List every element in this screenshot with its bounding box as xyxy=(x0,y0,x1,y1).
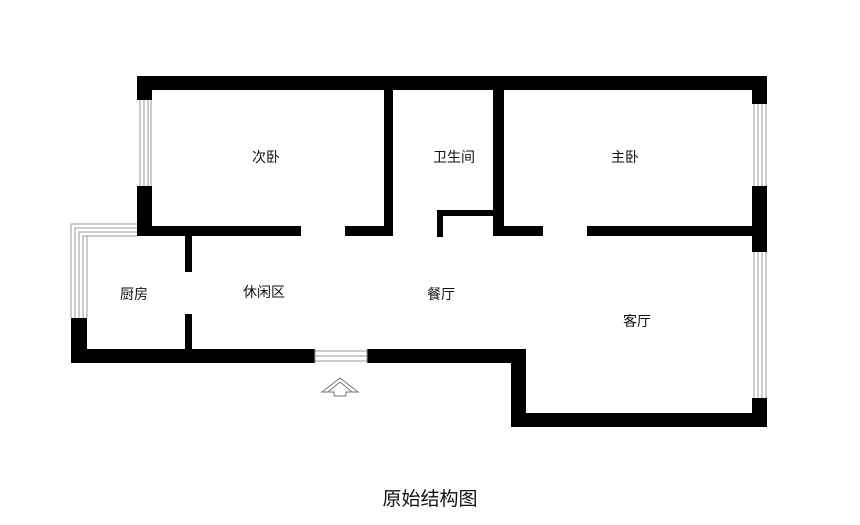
room-label-living-room: 客厅 xyxy=(623,313,651,330)
windows xyxy=(70,100,767,398)
entrance-arrow-icon xyxy=(320,377,360,397)
window-second-bedroom xyxy=(139,100,152,186)
room-label-bathroom: 卫生间 xyxy=(433,150,475,166)
room-label-second-bedroom: 次卧 xyxy=(252,150,280,166)
window-living-room xyxy=(753,252,767,398)
room-label-master-bedroom: 主卧 xyxy=(611,150,639,166)
door-entrance-opening xyxy=(314,349,368,363)
window-master-bedroom xyxy=(753,104,767,186)
window-kitchen-bay xyxy=(70,223,137,318)
room-label-dining-room: 餐厅 xyxy=(427,287,455,303)
room-label-leisure-area: 休闲区 xyxy=(243,285,285,301)
room-label-kitchen: 厨房 xyxy=(120,287,148,303)
diagram-caption: 原始结构图 xyxy=(382,488,478,510)
walls xyxy=(71,76,767,427)
